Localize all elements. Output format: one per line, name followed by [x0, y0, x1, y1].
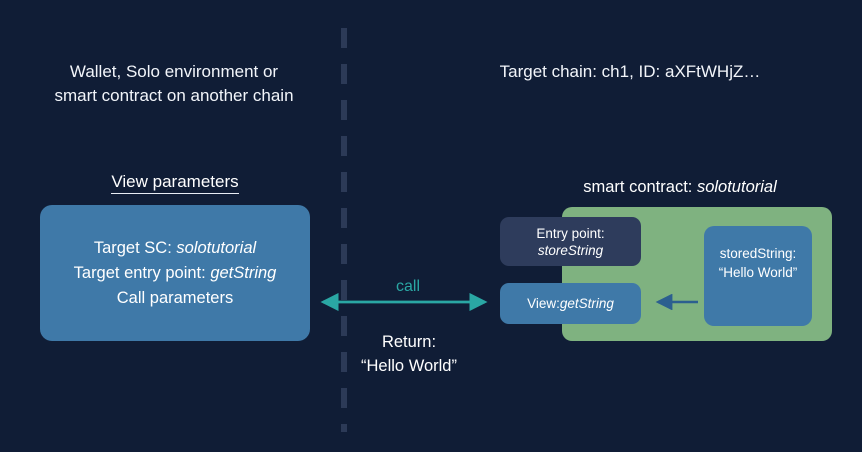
- target-entry-point-value: getString: [210, 264, 277, 282]
- view-parameters-title: View parameters: [40, 172, 310, 194]
- call-double-arrow-icon: [320, 292, 488, 312]
- call-label: call: [395, 278, 420, 295]
- view-parameters-box: Target SC: solotutorial Target entry poi…: [40, 205, 310, 341]
- view-function-label: View:: [527, 296, 560, 311]
- target-sc-line: Target SC: solotutorial: [94, 236, 256, 260]
- target-sc-label: Target SC:: [93, 239, 177, 257]
- right-column-header: Target chain: ch1, ID: aXFtWHjZ…: [499, 62, 761, 81]
- entry-point-value: storeString: [537, 242, 604, 258]
- smart-contract-title-value: solotutorial: [696, 178, 777, 196]
- left-column-header: Wallet, Solo environment or smart contra…: [54, 62, 294, 105]
- target-entry-point-line: Target entry point: getString: [74, 261, 277, 285]
- entry-point-label: Entry point:: [536, 225, 605, 241]
- target-sc-value: solotutorial: [176, 239, 257, 257]
- call-parameters-line: Call parameters: [117, 286, 233, 310]
- entry-point-box: Entry point: storeString: [500, 217, 641, 266]
- view-function-box: View: getString: [500, 283, 641, 324]
- call-parameters-label: Call parameters: [116, 289, 234, 307]
- smart-contract-title: smart contract: solotutorial: [520, 178, 840, 197]
- smart-contract-title-label: smart contract:: [583, 178, 697, 196]
- return-label: Return: “Hello World”: [361, 333, 457, 375]
- vertical-dashed-divider: [341, 28, 347, 432]
- target-entry-point-label: Target entry point:: [73, 264, 211, 282]
- stored-to-view-arrow-icon: [655, 294, 698, 310]
- stored-string-value: “Hello World”: [718, 265, 798, 280]
- view-function-value: getString: [559, 296, 614, 311]
- stored-string-box: storedString: “Hello World”: [704, 226, 812, 326]
- stored-string-label: storedString:: [719, 246, 797, 261]
- view-parameters-title-text: View parameters: [111, 172, 239, 194]
